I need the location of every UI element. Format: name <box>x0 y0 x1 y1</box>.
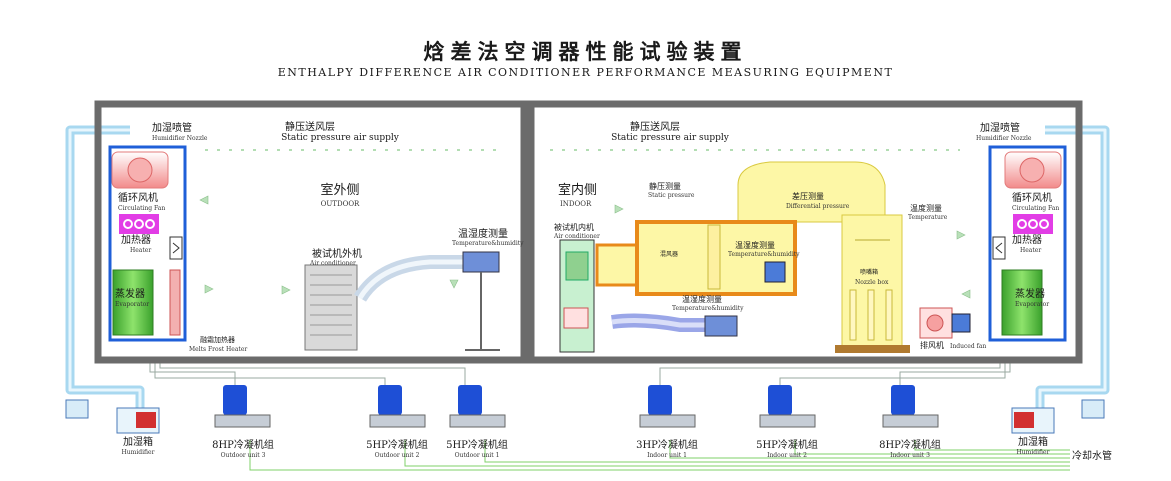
condensing-unit-en: Indoor unit 2 <box>767 452 807 459</box>
indoor-evaporator-en: Evaporator <box>1015 301 1050 308</box>
diagram-title-cn: 焓差法空调器性能试验装置 <box>423 39 748 64</box>
indoor-fan-label: 循环风机 <box>1012 193 1052 204</box>
humidifier-left-label: 加湿箱 <box>123 437 153 448</box>
refrigerant-lines <box>149 358 1011 395</box>
condensing-unit-label: 3HP冷凝机组 <box>636 440 698 451</box>
indoor-unit-en: Air conditioner <box>554 233 600 240</box>
indoor-side-en: INDOOR <box>560 200 592 208</box>
indoor-static-p-en: Static pressure <box>648 192 695 199</box>
orange-duct <box>595 220 797 296</box>
indoor-static-pressure-en: Static pressure air supply <box>611 133 729 143</box>
indoor-th-label: 温湿度测量 <box>735 241 775 250</box>
indoor-mixer-label: 混风器 <box>660 251 679 258</box>
outdoor-static-pressure-en: Static pressure air supply <box>281 133 399 143</box>
indoor-air-handler <box>988 145 1067 342</box>
indoor-fan-en: Circulating Fan <box>1012 205 1060 212</box>
humidifier-boxes <box>65 399 1105 434</box>
indoor-flex-duct <box>611 313 738 337</box>
humidifier-right-en: Humidifier <box>1016 449 1050 456</box>
outdoor-unit-en: Air conditioner <box>310 260 356 267</box>
humidifier-left-en: Humidifier <box>121 449 155 456</box>
indoor-nozzle-box-label: 喷嘴箱 <box>860 269 879 276</box>
indoor-test-unit <box>559 239 595 353</box>
indoor-exhaust-label: 排风机 <box>920 341 944 350</box>
outdoor-side-label: 室外侧 <box>320 183 360 198</box>
outdoor-melt-en: Melts Frost Heater <box>189 346 248 353</box>
outdoor-fan-label: 循环风机 <box>118 193 158 204</box>
outdoor-side-en: OUTDOOR <box>320 200 360 208</box>
indoor-th2-en: Temperature&humidity <box>672 305 744 312</box>
exhaust-fan <box>919 307 971 339</box>
indoor-humidifier-nozzle-en: Humidifier Nozzle <box>976 135 1032 142</box>
condensing-units <box>214 385 939 428</box>
condensing-unit-label: 5HP冷凝机组 <box>756 440 818 451</box>
outdoor-humidifier-nozzle-en: Humidifier Nozzle <box>152 135 208 142</box>
outdoor-humidifier-nozzle-label: 加湿喷管 <box>152 123 192 134</box>
indoor-temp-en: Temperature <box>908 214 948 221</box>
condensing-unit-label: 8HP冷凝机组 <box>212 440 274 451</box>
diagram-title-en: ENTHALPY DIFFERENCE AIR CONDITIONER PERF… <box>277 66 894 79</box>
measurement-duct <box>737 161 910 353</box>
indoor-nozzle-box-en: Nozzle box <box>855 279 889 286</box>
indoor-heater-en: Heater <box>1020 247 1042 254</box>
outdoor-test-unit <box>304 251 500 351</box>
outdoor-th-label: 温湿度测量 <box>458 229 508 240</box>
condensing-unit-label: 5HP冷凝机组 <box>366 440 428 451</box>
condensing-unit-en: Outdoor unit 1 <box>454 452 500 459</box>
condensing-unit-label: 8HP冷凝机组 <box>879 440 941 451</box>
indoor-th2-label: 温湿度测量 <box>682 295 722 304</box>
indoor-exhaust-en: Induced fan <box>950 343 987 350</box>
outdoor-static-pressure-label: 静压送风层 <box>285 122 335 133</box>
outdoor-air-handler <box>108 145 187 342</box>
indoor-unit-label: 被试机内机 <box>554 223 594 232</box>
cooling-pipe-label: 冷却水管 <box>1072 451 1112 462</box>
indoor-heater-label: 加热器 <box>1012 235 1042 246</box>
outdoor-melt-label: 融霜加热器 <box>200 336 235 344</box>
outdoor-unit-label: 被试机外机 <box>312 249 362 260</box>
condensing-unit-en: Outdoor unit 3 <box>220 452 266 459</box>
indoor-static-pressure-label: 静压送风层 <box>630 122 680 133</box>
airflow-arrows <box>199 195 971 299</box>
room-walls <box>94 100 1083 364</box>
indoor-diff-p-label: 差压测量 <box>792 192 824 201</box>
condensing-unit-en: Indoor unit 1 <box>647 452 687 459</box>
condensing-unit-label: 5HP冷凝机组 <box>446 440 508 451</box>
indoor-th-en: Temperature&humidity <box>728 251 800 258</box>
indoor-static-p-label: 静压测量 <box>649 182 681 191</box>
outdoor-heater-en: Heater <box>130 247 152 254</box>
outdoor-fan-en: Circulating Fan <box>118 205 166 212</box>
outdoor-heater-label: 加热器 <box>121 235 151 246</box>
indoor-evaporator-label: 蒸发器 <box>1015 289 1045 300</box>
outdoor-evaporator-label: 蒸发器 <box>115 289 145 300</box>
indoor-side-label: 室内侧 <box>558 183 598 198</box>
humidifier-right-label: 加湿箱 <box>1018 437 1048 448</box>
humidifier-pipes-highlight <box>68 128 1107 410</box>
outdoor-evaporator-en: Evaporator <box>115 301 150 308</box>
condensing-unit-en: Indoor unit 3 <box>890 452 930 459</box>
outdoor-th-en: Temperature&humidity <box>452 240 524 247</box>
indoor-humidifier-nozzle-label: 加湿喷管 <box>980 123 1020 134</box>
indoor-temp-label: 温度测量 <box>910 204 942 213</box>
indoor-diff-p-en: Differential pressure <box>786 203 850 210</box>
cooling-water-lines <box>249 440 1070 471</box>
condensing-unit-en: Outdoor unit 2 <box>374 452 420 459</box>
